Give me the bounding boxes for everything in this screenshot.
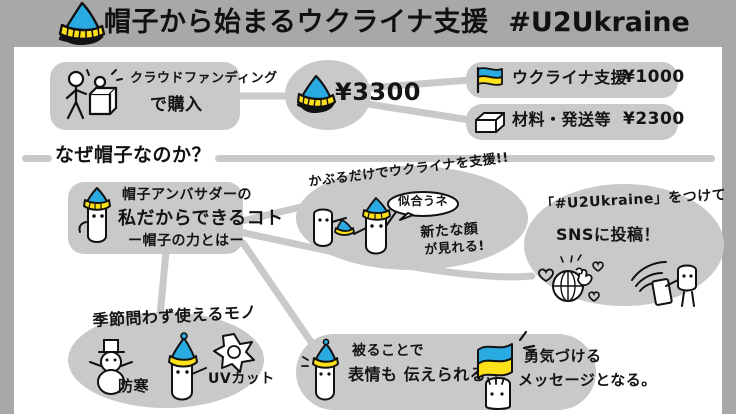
sun-sparkle-icon bbox=[212, 332, 256, 373]
person-with-hat-icon bbox=[301, 338, 350, 404]
wear-support-node bbox=[296, 166, 528, 270]
message-line2: メッセージとなる。 bbox=[518, 371, 657, 389]
price-amount: ¥3300 bbox=[335, 78, 421, 106]
page-title: 帽子から始まるウクライナ支援 #U2Ukraine bbox=[104, 2, 704, 46]
speech-bubble bbox=[386, 190, 460, 221]
package-box-icon bbox=[472, 108, 508, 136]
person-with-hat-icon bbox=[72, 186, 126, 252]
page-title-ja: 帽子から始まるウクライナ支援 bbox=[104, 7, 489, 38]
expression-line1: 被ることで bbox=[352, 343, 425, 359]
knit-hat-icon bbox=[52, 1, 112, 45]
page-hashtag: #U2Ukraine bbox=[508, 7, 690, 38]
all-season-item-right: UVカット bbox=[208, 371, 275, 387]
breakdown-amount-0: ¥1000 bbox=[623, 67, 685, 87]
person-with-hat-icon bbox=[156, 332, 212, 404]
ukraine-flag-icon bbox=[472, 66, 506, 94]
breakdown-amount-1: ¥2300 bbox=[623, 109, 685, 129]
knit-hat-icon bbox=[292, 74, 338, 114]
speech-bubble-text: 似合うネ bbox=[398, 194, 449, 208]
section-rule-right bbox=[215, 155, 715, 162]
expression-message-node bbox=[296, 334, 596, 410]
section-rule-left bbox=[22, 155, 52, 162]
breakdown-label-0: ウクライナ支援 bbox=[512, 68, 628, 87]
two-people-with-hats-icon bbox=[306, 196, 416, 266]
message-line1: 勇気づける bbox=[524, 347, 602, 365]
snowman-icon bbox=[88, 336, 144, 398]
purchase-label-line2: で購入 bbox=[150, 95, 203, 115]
globe-hearts-phone-icon bbox=[536, 246, 714, 307]
breakdown-label-1: 材料・発送等 bbox=[512, 110, 612, 129]
person-waving-ukraine-flag-icon bbox=[472, 330, 542, 410]
person-buying-icon bbox=[62, 68, 124, 126]
ambassador-line2: 私だからできるコト bbox=[118, 208, 284, 229]
expression-line2: 表情も 伝えられる bbox=[348, 365, 487, 384]
ambassador-line1: 帽子アンバサダーの bbox=[122, 187, 252, 203]
all-season-item-left: 防寒 bbox=[118, 377, 150, 395]
section-question: なぜ帽子なのか？ bbox=[55, 144, 212, 166]
purchase-label-line1: クラウドファンディング bbox=[130, 71, 278, 86]
sns-line2: SNSに投稿！ bbox=[556, 225, 660, 244]
ambassador-line3: ー帽子の力とはー bbox=[128, 233, 244, 249]
